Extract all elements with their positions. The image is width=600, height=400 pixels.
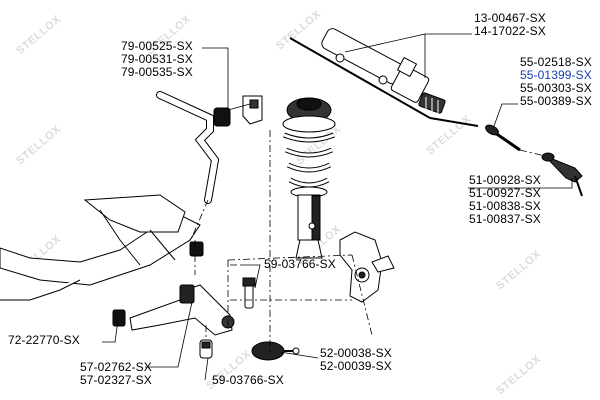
watermark-text: STELLOX <box>494 353 543 397</box>
label-steering-rack-2: 14-17022-SX <box>474 24 546 38</box>
lower-control-arm <box>129 284 235 359</box>
stabilizer-bar <box>156 91 263 204</box>
label-inner-tie-rod-3: 55-00303-SX <box>520 81 592 95</box>
watermark-text: STELLOX <box>14 13 63 57</box>
label-outer-tie-rod-4: 51-00837-SX <box>469 212 541 226</box>
label-stabilizer-link: 59-03766-SX <box>264 257 336 271</box>
subframe <box>0 194 204 327</box>
watermark-text: STELLOX <box>14 123 63 167</box>
steering-rack <box>289 28 479 127</box>
label-subframe-bushing: 72-22770-SX <box>8 333 80 347</box>
label-arm-bushing: 59-03766-SX <box>212 373 284 387</box>
leader-lines <box>102 33 573 381</box>
strut-assembly <box>282 97 336 259</box>
label-inner-tie-rod-2: 55-01399-SX <box>520 68 592 82</box>
label-outer-tie-rod-3: 51-00838-SX <box>469 199 541 213</box>
label-ball-joint-1: 52-00038-SX <box>320 346 392 360</box>
label-outer-tie-rod-1: 51-00928-SX <box>469 173 541 187</box>
label-control-arm-2: 57-02327-SX <box>80 373 152 387</box>
assembly-lines <box>189 130 546 355</box>
label-control-arm-1: 57-02762-SX <box>80 360 152 374</box>
outer-tie-rod <box>541 152 583 197</box>
label-stabilizer-bushing-3: 79-00535-SX <box>121 65 193 79</box>
label-steering-rack-1: 13-00467-SX <box>474 11 546 25</box>
watermark-text: STELLOX <box>424 113 473 157</box>
label-inner-tie-rod-1: 55-02518-SX <box>520 55 592 69</box>
label-stabilizer-bushing-1: 79-00525-SX <box>121 39 193 53</box>
steering-knuckle <box>339 231 395 303</box>
watermark-text: STELLOX <box>274 8 323 52</box>
stabilizer-link <box>242 277 256 309</box>
watermark-text: STELLOX <box>494 248 543 292</box>
label-ball-joint-2: 52-00039-SX <box>320 359 392 373</box>
ball-joint <box>251 341 300 361</box>
label-outer-tie-rod-2: 51-00927-SX <box>469 186 541 200</box>
label-stabilizer-bushing-2: 79-00531-SX <box>121 52 193 66</box>
inner-tie-rod <box>485 124 521 152</box>
label-inner-tie-rod-4: 55-00389-SX <box>520 94 592 108</box>
